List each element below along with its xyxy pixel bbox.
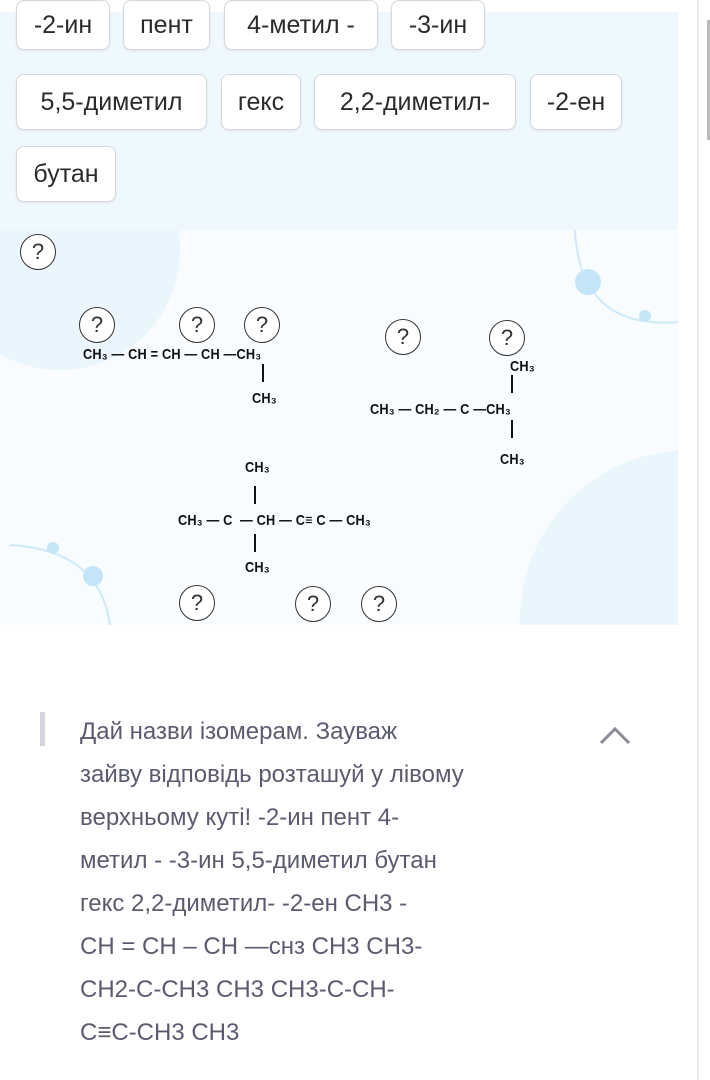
drop-slot[interactable]: ? [489,320,525,356]
chip[interactable]: -2-ен [530,74,622,130]
question-line: метил - -3-ин 5,5-диметил бутан [80,847,437,874]
question-line: Дай назви ізомерам. Зауваж [80,718,398,745]
chip[interactable]: пент [123,0,210,50]
isomer-image: ? ? ? ? ? ? ? ? ? CH₃ — CH = CH — CH —CH… [0,230,678,625]
drop-slot[interactable]: ? [295,586,331,622]
drop-slot[interactable]: ? [79,307,115,343]
question-line: CH = CH – CH —снз CH3 CH3- [80,933,423,960]
scrollbar-thumb[interactable] [707,20,710,140]
chip[interactable]: 4-метил - [224,0,378,50]
drop-slot[interactable]: ? [385,319,421,355]
chip[interactable]: 5,5-диметил [16,74,207,130]
chip[interactable]: -3-ин [391,0,485,50]
question-line: верхньому куті! -2-ин пент 4- [80,804,400,831]
drop-slot[interactable]: ? [20,234,56,270]
chip[interactable]: бутан [16,146,116,202]
question-line: CH2-C-CH3 CH3 CH3-C-CH- [80,976,395,1003]
formula3-bottom: CH₃ [245,559,270,576]
background-decoration [0,230,678,625]
drop-slot[interactable]: ? [244,307,280,343]
drop-slot[interactable]: ? [179,585,215,621]
chip[interactable]: -2-ин [16,0,110,50]
question-text: Дай назви ізомерам. Зауваж зайву відпові… [80,710,464,1054]
formula1-main: CH₃ — CH = CH — CH —CH₃ [83,346,262,363]
formula2-bottom: CH₃ [500,451,525,468]
scrollbar-track[interactable] [697,0,699,1080]
chip[interactable]: гекс [221,74,301,130]
quote-bar [40,712,45,746]
formula2-top: CH₃ [510,358,535,375]
drop-slot[interactable]: ? [361,586,397,622]
question-line: C≡C-CH3 CH3 [80,1019,240,1046]
answer-chips-area: -2-ин пент 4-метил - -3-ин 5,5-диметил г… [0,0,678,230]
formula3-top: CH₃ [245,459,270,476]
drop-slot[interactable]: ? [179,307,215,343]
formula3-main: CH₃ — C — CH — C≡ C — CH₃ [178,512,371,529]
question-line: зайву відповідь розташуй у лівому [80,761,464,788]
chevron-up-icon[interactable] [598,725,632,747]
formula1-branch: CH₃ [252,390,277,407]
question-line: гекс 2,2-диметил- -2-ен CH3 - [80,890,408,917]
chip[interactable]: 2,2-диметил- [314,74,516,130]
formula2-main: CH₃ — CH₂ — C —CH₃ [370,401,511,418]
